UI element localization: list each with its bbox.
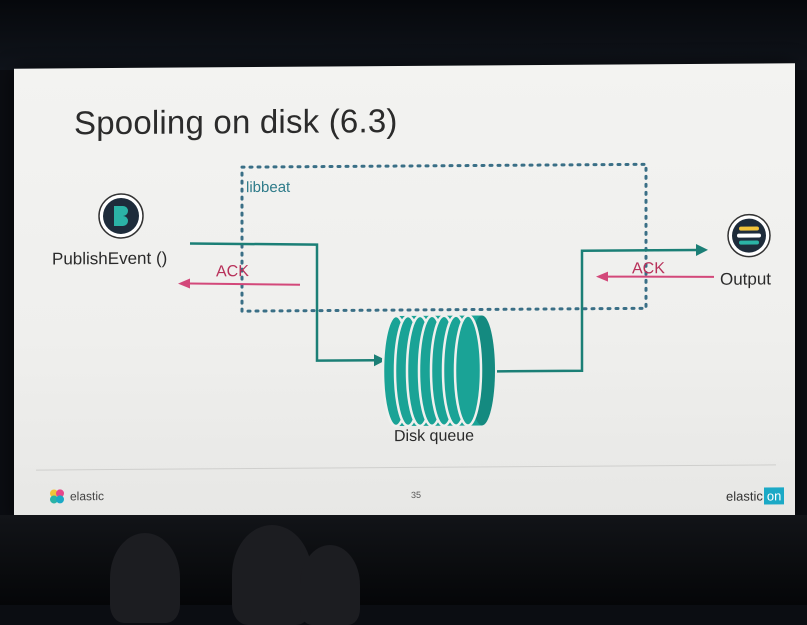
elastic-logo-icon: [50, 489, 64, 504]
output-label: Output: [720, 269, 772, 289]
audience-head: [300, 545, 360, 625]
audience-head: [110, 533, 180, 623]
audience-silhouettes: [0, 515, 807, 625]
elastic-brand-text: elastic: [70, 489, 105, 504]
elasticon-brand: elastic on: [726, 487, 785, 505]
disk-queue-icon: [381, 314, 495, 428]
publish-event-label: PublishEvent (): [52, 248, 168, 269]
elastic-brand-left: elastic: [48, 487, 104, 505]
disk-queue-label: Disk queue: [394, 427, 475, 446]
elasticon-text: elastic: [726, 488, 763, 504]
beats-logo-icon: [98, 193, 144, 239]
ack-left-arrow: [189, 282, 301, 286]
flow-diagram: [98, 162, 771, 428]
flow-to-output: [497, 248, 698, 373]
flow-to-disk: [189, 242, 376, 362]
ack-right-arrow: [607, 275, 715, 278]
room-background: [0, 0, 807, 70]
ack-right-label: ACK: [632, 260, 665, 278]
elasticsearch-logo-icon: [727, 213, 771, 258]
elasticon-on-badge: on: [763, 487, 785, 505]
libbeat-boundary: [240, 162, 648, 313]
presentation-slide: Spooling on disk (6.3): [14, 63, 795, 521]
ack-left-label: ACK: [216, 263, 249, 281]
page-number: 35: [411, 489, 422, 500]
libbeat-label: libbeat: [246, 178, 291, 197]
